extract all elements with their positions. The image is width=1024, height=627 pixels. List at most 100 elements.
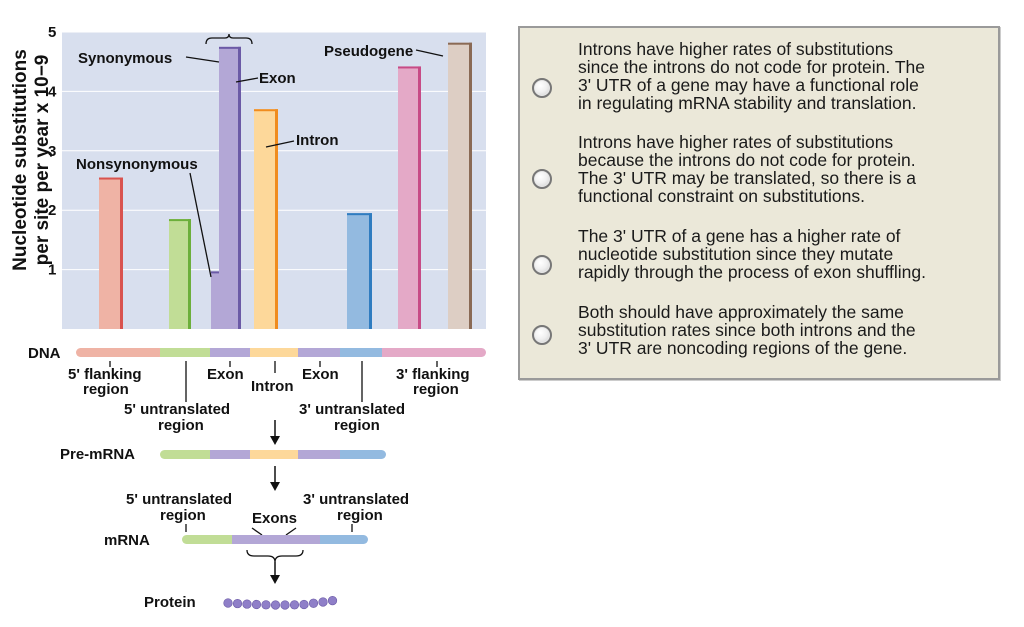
protein-label: Protein: [144, 594, 196, 611]
amino-acid-bead: [232, 598, 243, 609]
dna-3-flank-label-2: region: [413, 381, 459, 398]
arrow-dna-to-premrna: [270, 420, 280, 445]
y-axis-label-line1: Nucleotide substitutions: [10, 49, 31, 271]
pseudogene-leader: [415, 49, 444, 57]
bar-4: [219, 46, 241, 329]
amino-acid-bead: [261, 600, 271, 610]
dna-3-utr-label-2: region: [334, 417, 380, 434]
option-2-radio[interactable]: [532, 169, 552, 189]
bar-7-top: [398, 66, 421, 69]
y-tick-label: 2: [48, 202, 56, 219]
exons-label: Exons: [252, 510, 297, 527]
protein-chain: [223, 595, 338, 610]
dna-strand: [76, 348, 486, 357]
intron-leader: [265, 140, 295, 148]
option-3-text: The 3' UTR of a gene has a higher rate o…: [578, 226, 926, 282]
y-axis-label-line2: per site per year x 10−9: [32, 55, 53, 266]
mrna-label: mRNA: [104, 532, 150, 549]
dna-intron-segment: [250, 348, 298, 357]
amino-acid-bead: [289, 600, 300, 610]
amino-acid-bead: [223, 598, 233, 608]
dna-3-utr-segment: [340, 348, 386, 357]
bar-2-top: [169, 219, 191, 222]
option-3[interactable]: The 3' UTR of a gene has a higher rate o…: [520, 225, 998, 305]
amino-acid-bead: [251, 599, 262, 610]
option-1-radio[interactable]: [532, 78, 552, 98]
y-tick-label: 1: [48, 262, 56, 279]
amino-acid-bead: [242, 599, 252, 609]
intron-label: Intron: [296, 132, 339, 149]
dna-leaders: [109, 361, 438, 402]
dna-label: DNA: [28, 345, 61, 362]
nonsynonymous-label: Nonsynonymous: [76, 156, 198, 173]
arrow-mrna-to-protein: [270, 562, 280, 584]
mrna-3-utr-label-1: 3' untranslated: [303, 491, 409, 508]
bar-1-edge: [120, 177, 123, 329]
bar-4-edge: [238, 46, 241, 329]
synonymous-label: Synonymous: [78, 50, 172, 67]
dna-exon2-segment: [298, 348, 340, 357]
bar-2: [169, 219, 191, 329]
dna-3-utr-label-1: 3' untranslated: [299, 401, 405, 418]
bar-8-top: [448, 42, 472, 45]
option-4[interactable]: Both should have approximately the same …: [520, 301, 998, 381]
y-tick-label: 3: [48, 143, 56, 160]
option-1-text: Introns have higher rates of substitutio…: [578, 39, 925, 113]
chart-annotations: [185, 33, 444, 278]
exon-leader: [235, 77, 259, 83]
synonymous-brace: [205, 33, 253, 45]
y-axis-ticks: 1 2 3 4 5: [48, 24, 57, 279]
dna-5-flank-label-1: 5' flanking: [68, 366, 142, 383]
answer-options-panel: Introns have higher rates of substitutio…: [518, 26, 1000, 380]
bar-5: [254, 109, 278, 329]
amino-acid-bead: [308, 598, 319, 608]
bar-1-top: [99, 177, 123, 180]
bar-2-edge: [188, 219, 191, 329]
dna-intron-label: Intron: [251, 378, 294, 395]
option-4-radio[interactable]: [532, 325, 552, 345]
bar-6: [347, 213, 372, 329]
bar-4-top: [219, 46, 241, 49]
premrna-strand: [160, 450, 386, 459]
bar-8: [448, 42, 472, 329]
option-2[interactable]: Introns have higher rates of substitutio…: [520, 131, 998, 211]
bar-6-top: [347, 213, 372, 216]
option-4-text: Both should have approximately the same …: [578, 302, 916, 358]
mrna-3-utr-label-2: region: [337, 507, 383, 524]
bar-8-edge: [469, 42, 472, 329]
bar-7-edge: [418, 66, 421, 330]
y-tick-label: 4: [48, 83, 57, 100]
exons-brace: [246, 549, 304, 563]
y-axis-label: Nucleotide substitutions per site per ye…: [10, 49, 53, 271]
mrna-5-utr-label-1: 5' untranslated: [126, 491, 232, 508]
dna-5-utr-label-2: region: [158, 417, 204, 434]
mrna-leaders: [185, 524, 353, 536]
option-1[interactable]: Introns have higher rates of substitutio…: [520, 38, 998, 118]
dna-exon2-label: Exon: [302, 366, 339, 383]
bar-6-edge: [369, 213, 372, 329]
bar-7: [398, 66, 421, 330]
synonymous-leader: [185, 56, 220, 63]
option-3-radio[interactable]: [532, 255, 552, 275]
dna-5-utr-segment: [160, 348, 210, 357]
dna-exon1-segment: [210, 348, 250, 357]
amino-acid-bead: [318, 597, 328, 607]
option-2-text: Introns have higher rates of substitutio…: [578, 132, 916, 206]
amino-acid-bead: [299, 599, 309, 610]
dna-5-utr-label-1: 5' untranslated: [124, 401, 230, 418]
dna-3-flank-segment: [386, 348, 486, 357]
mrna-5-utr-label-2: region: [160, 507, 206, 524]
mrna-strand: [182, 535, 368, 544]
bar-5-top: [254, 109, 278, 112]
amino-acid-bead: [327, 595, 338, 606]
y-tick-label: 5: [48, 24, 56, 41]
dna-5-flank-label-2: region: [83, 381, 129, 398]
exon-label: Exon: [259, 70, 296, 87]
arrow-premrna-to-mrna: [270, 466, 280, 491]
pseudogene-label: Pseudogene: [324, 43, 413, 60]
bar-series: [99, 42, 472, 330]
nonsynonymous-leader: [189, 172, 212, 278]
premrna-label: Pre-mRNA: [60, 446, 135, 463]
dna-exon1-label: Exon: [207, 366, 244, 383]
substitution-rate-figure: 1 2 3 4 5 Nucleotide substitutions per site …: [10, 24, 486, 611]
